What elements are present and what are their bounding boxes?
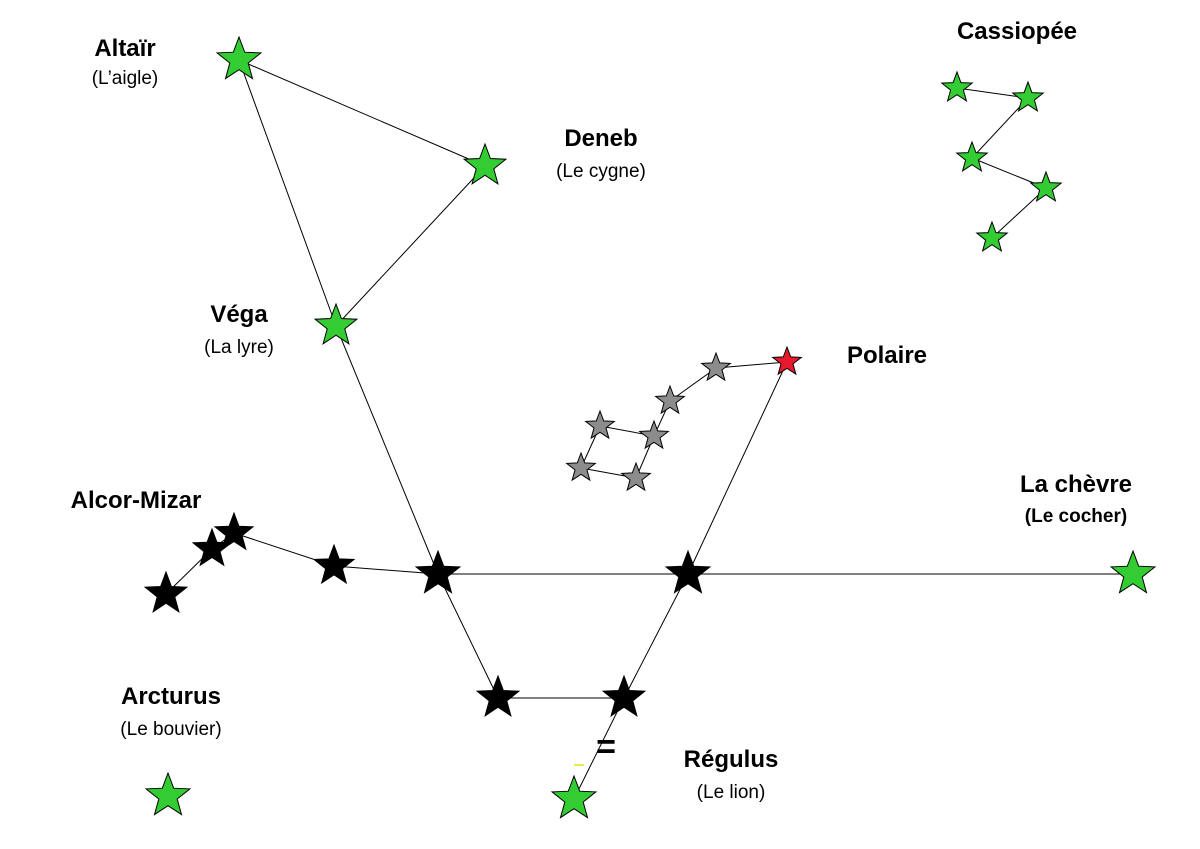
- label-vega: Véga: [210, 301, 268, 328]
- star-cassiopee-4: [1029, 170, 1063, 203]
- label-vega-sub: (La lyre): [204, 337, 274, 358]
- constellation-lines: [165, 59, 1133, 800]
- label-la-chevre: La chèvre: [1020, 471, 1132, 498]
- line-bowl-right: [623, 573, 689, 699]
- line-polaire-dipper: [715, 361, 788, 369]
- star-regulus: [550, 774, 598, 819]
- star-dipper-5: [565, 451, 597, 482]
- star-dipper-4: [620, 461, 652, 492]
- star-cassiopee-2: [1011, 80, 1045, 113]
- label-polaire: Polaire: [847, 342, 927, 369]
- label-deneb-sub: (Le cygne): [556, 161, 646, 182]
- line-dipper-1-2: [669, 367, 717, 402]
- star-guide-3: [312, 543, 356, 585]
- star-guide-4: [143, 570, 189, 613]
- star-dipper-3: [638, 419, 670, 450]
- line-polaire-guide: [687, 361, 788, 575]
- line-cas-2-3: [971, 97, 1029, 159]
- star-cassiopee-1: [940, 70, 974, 103]
- line-altair-deneb: [238, 59, 486, 167]
- line-cas-4-5: [991, 187, 1047, 239]
- label-alcor-mizar: Alcor-Mizar: [71, 487, 202, 514]
- label-deneb: Deneb: [564, 125, 637, 152]
- label-arcturus: Arcturus: [121, 683, 221, 710]
- equal-mark: =: [596, 728, 616, 766]
- stars: [143, 35, 1157, 819]
- line-guide-alcor-1: [333, 565, 439, 575]
- star-vega: [313, 302, 359, 345]
- line-vega-guide: [335, 325, 439, 575]
- label-altair-sub: (L’aigle): [92, 68, 159, 89]
- star-dipper-2: [654, 384, 686, 415]
- star-guide-2: [414, 549, 462, 594]
- star-dipper-6: [584, 409, 616, 440]
- star-cassiopee-3: [955, 140, 989, 173]
- label-cassiopee: Cassiopée: [957, 18, 1077, 45]
- line-altair-vega: [238, 59, 337, 327]
- line-to-regulus: [573, 697, 625, 800]
- star-mizar: [191, 527, 233, 567]
- star-guide-6: [601, 674, 647, 717]
- line-guide-down: [437, 573, 499, 699]
- label-regulus: Régulus: [684, 746, 779, 773]
- line-deneb-vega: [335, 165, 486, 327]
- label-arcturus-sub: (Le bouvier): [120, 719, 221, 740]
- star-dipper-1: [700, 351, 732, 382]
- label-altair: Altaïr: [94, 35, 155, 62]
- star-arcturus: [144, 771, 192, 816]
- star-alcor: [213, 511, 255, 551]
- star-deneb: [462, 142, 508, 185]
- star-polaire: [771, 345, 803, 376]
- star-guide-1: [664, 549, 712, 594]
- star-chevre: [1109, 549, 1157, 594]
- label-regulus-sub: (Le lion): [697, 782, 766, 803]
- star-cassiopee-5: [975, 220, 1009, 253]
- star-altair: [215, 35, 263, 80]
- label-la-chevre-sub: (Le cocher): [1025, 506, 1127, 527]
- star-guide-5: [475, 674, 521, 717]
